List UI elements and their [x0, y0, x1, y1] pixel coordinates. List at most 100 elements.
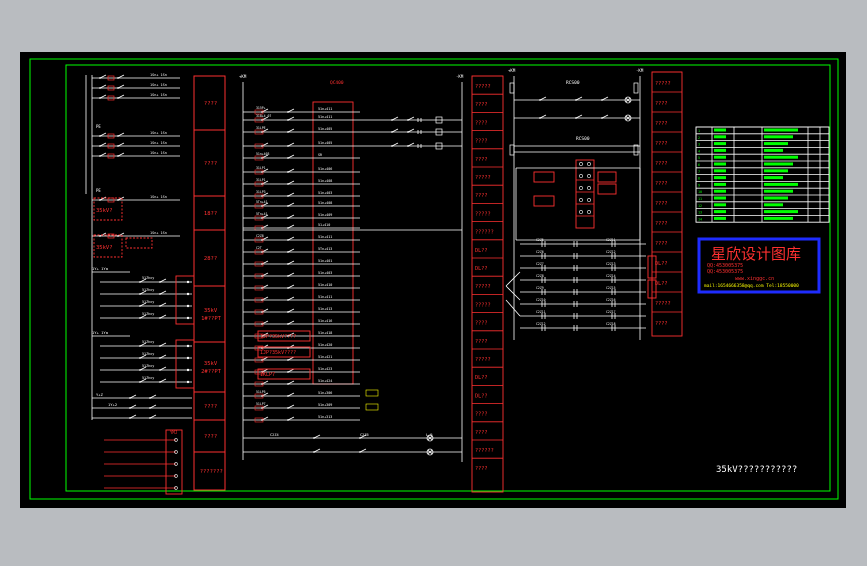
- relay-coil: [107, 85, 115, 91]
- legend-table-cell: 2: [698, 136, 700, 140]
- legend-table-cell: 9: [698, 183, 700, 187]
- wire-label: 51Zhxy: [142, 376, 154, 380]
- contact-node: [539, 117, 541, 119]
- relay-coil: [254, 417, 264, 423]
- contact-node: [407, 119, 409, 121]
- contact: [287, 344, 295, 349]
- stamp-title: 星欣设计图库: [711, 245, 801, 263]
- contact: [539, 114, 547, 119]
- contact-node: [129, 407, 131, 409]
- stamp-line-1: QQ:453005375: [707, 263, 743, 269]
- legend-table-fill: [764, 176, 783, 180]
- wire-label: 51n+418: [318, 331, 332, 335]
- contact: [159, 314, 167, 319]
- contact: [287, 368, 295, 373]
- bracket-wire: [505, 285, 521, 301]
- legend-table-fill: [764, 142, 788, 146]
- contact-node: [139, 357, 141, 359]
- drawing-caption: 35kV???????????: [716, 465, 797, 475]
- mid-label-text: ????: [475, 412, 488, 418]
- contact-node: [287, 171, 289, 173]
- mid-label-text: ????: [475, 120, 488, 126]
- legend-table-fill: [714, 210, 726, 214]
- contact: [287, 180, 295, 185]
- wire-label: 51n+413: [318, 307, 332, 311]
- legend-table-fill: [764, 155, 798, 159]
- contact: [287, 224, 295, 229]
- contact-node: [287, 183, 289, 185]
- contact-node: [287, 371, 289, 373]
- right-label-text: ????: [655, 101, 668, 107]
- relay-coil: [254, 143, 264, 149]
- wire-label: 51+410: [318, 223, 330, 227]
- contact-node: [149, 417, 151, 419]
- contact-node: [391, 145, 393, 147]
- contact: [149, 394, 157, 399]
- terminal-node: [186, 280, 190, 284]
- wire-label: C2Z10: [536, 298, 546, 302]
- contact: [287, 116, 295, 121]
- contact: [149, 404, 157, 409]
- relay-coil: [254, 203, 264, 209]
- bracket-wire: [505, 271, 521, 287]
- contact-node: [287, 419, 289, 421]
- mid-label-text: ????: [475, 139, 488, 145]
- contact: [99, 232, 107, 237]
- wire-label: C2Z15: [606, 286, 616, 290]
- contact: [359, 448, 367, 453]
- legend-table-fill: [714, 148, 726, 152]
- contact-node: [139, 369, 141, 371]
- right-label-text: DL??: [655, 261, 668, 267]
- right-label-text: ????: [655, 241, 668, 247]
- contact: [99, 94, 107, 99]
- wire-label: 51n+403: [318, 271, 332, 275]
- contact-node: [287, 407, 289, 409]
- contact-node: [261, 347, 263, 349]
- legend-table-cell: 5: [698, 156, 700, 160]
- contact-node: [287, 299, 289, 301]
- selector-label-box: [597, 183, 617, 195]
- wire-label: 51n+403: [318, 191, 332, 195]
- relay-coil: [254, 381, 264, 387]
- contact-node: [575, 117, 577, 119]
- coil-icon: [435, 128, 443, 136]
- right-label-text: ????: [655, 121, 668, 127]
- contact-node: [359, 451, 361, 453]
- contact: [287, 192, 295, 197]
- wire-label: 31LP3: [256, 190, 266, 194]
- mid-label-text: ????: [475, 339, 488, 345]
- contact-node: [159, 381, 161, 383]
- wire-label: C2Z11: [606, 238, 616, 242]
- outer-frame: [29, 58, 839, 500]
- wire-label: C2Z5: [536, 238, 544, 242]
- selector-node: [579, 210, 583, 214]
- contact-node: [261, 311, 263, 313]
- contact-node: [261, 407, 263, 409]
- contact: [575, 114, 583, 119]
- dashed-device: [93, 197, 123, 221]
- contact: [287, 248, 295, 253]
- output-node: [174, 450, 178, 454]
- mid-label-text: ?????: [475, 302, 491, 308]
- contact-node: [159, 369, 161, 371]
- contact-node: [261, 287, 263, 289]
- dashed-device-label: 35kV?: [96, 245, 113, 251]
- wire-label: -KM: [636, 68, 644, 73]
- contact: [601, 114, 609, 119]
- terminal-box: [257, 368, 311, 380]
- contact: [287, 404, 295, 409]
- inner-frame: [65, 64, 831, 492]
- legend-table-cell: 14: [698, 217, 702, 221]
- contact: [159, 302, 167, 307]
- lamp-icon: [624, 114, 632, 122]
- contact-node: [261, 275, 263, 277]
- right-label-text: ?????: [655, 81, 671, 87]
- contact: [129, 404, 137, 409]
- wire-label: C2Z6: [536, 250, 544, 254]
- wire-label: C2Z13: [606, 262, 616, 266]
- tag-label: 2#??PT: [201, 369, 222, 375]
- wire-label: 318+4 07: [256, 114, 271, 118]
- contact-node: [601, 117, 603, 119]
- contact-node: [129, 417, 131, 419]
- selector-node: [579, 174, 583, 178]
